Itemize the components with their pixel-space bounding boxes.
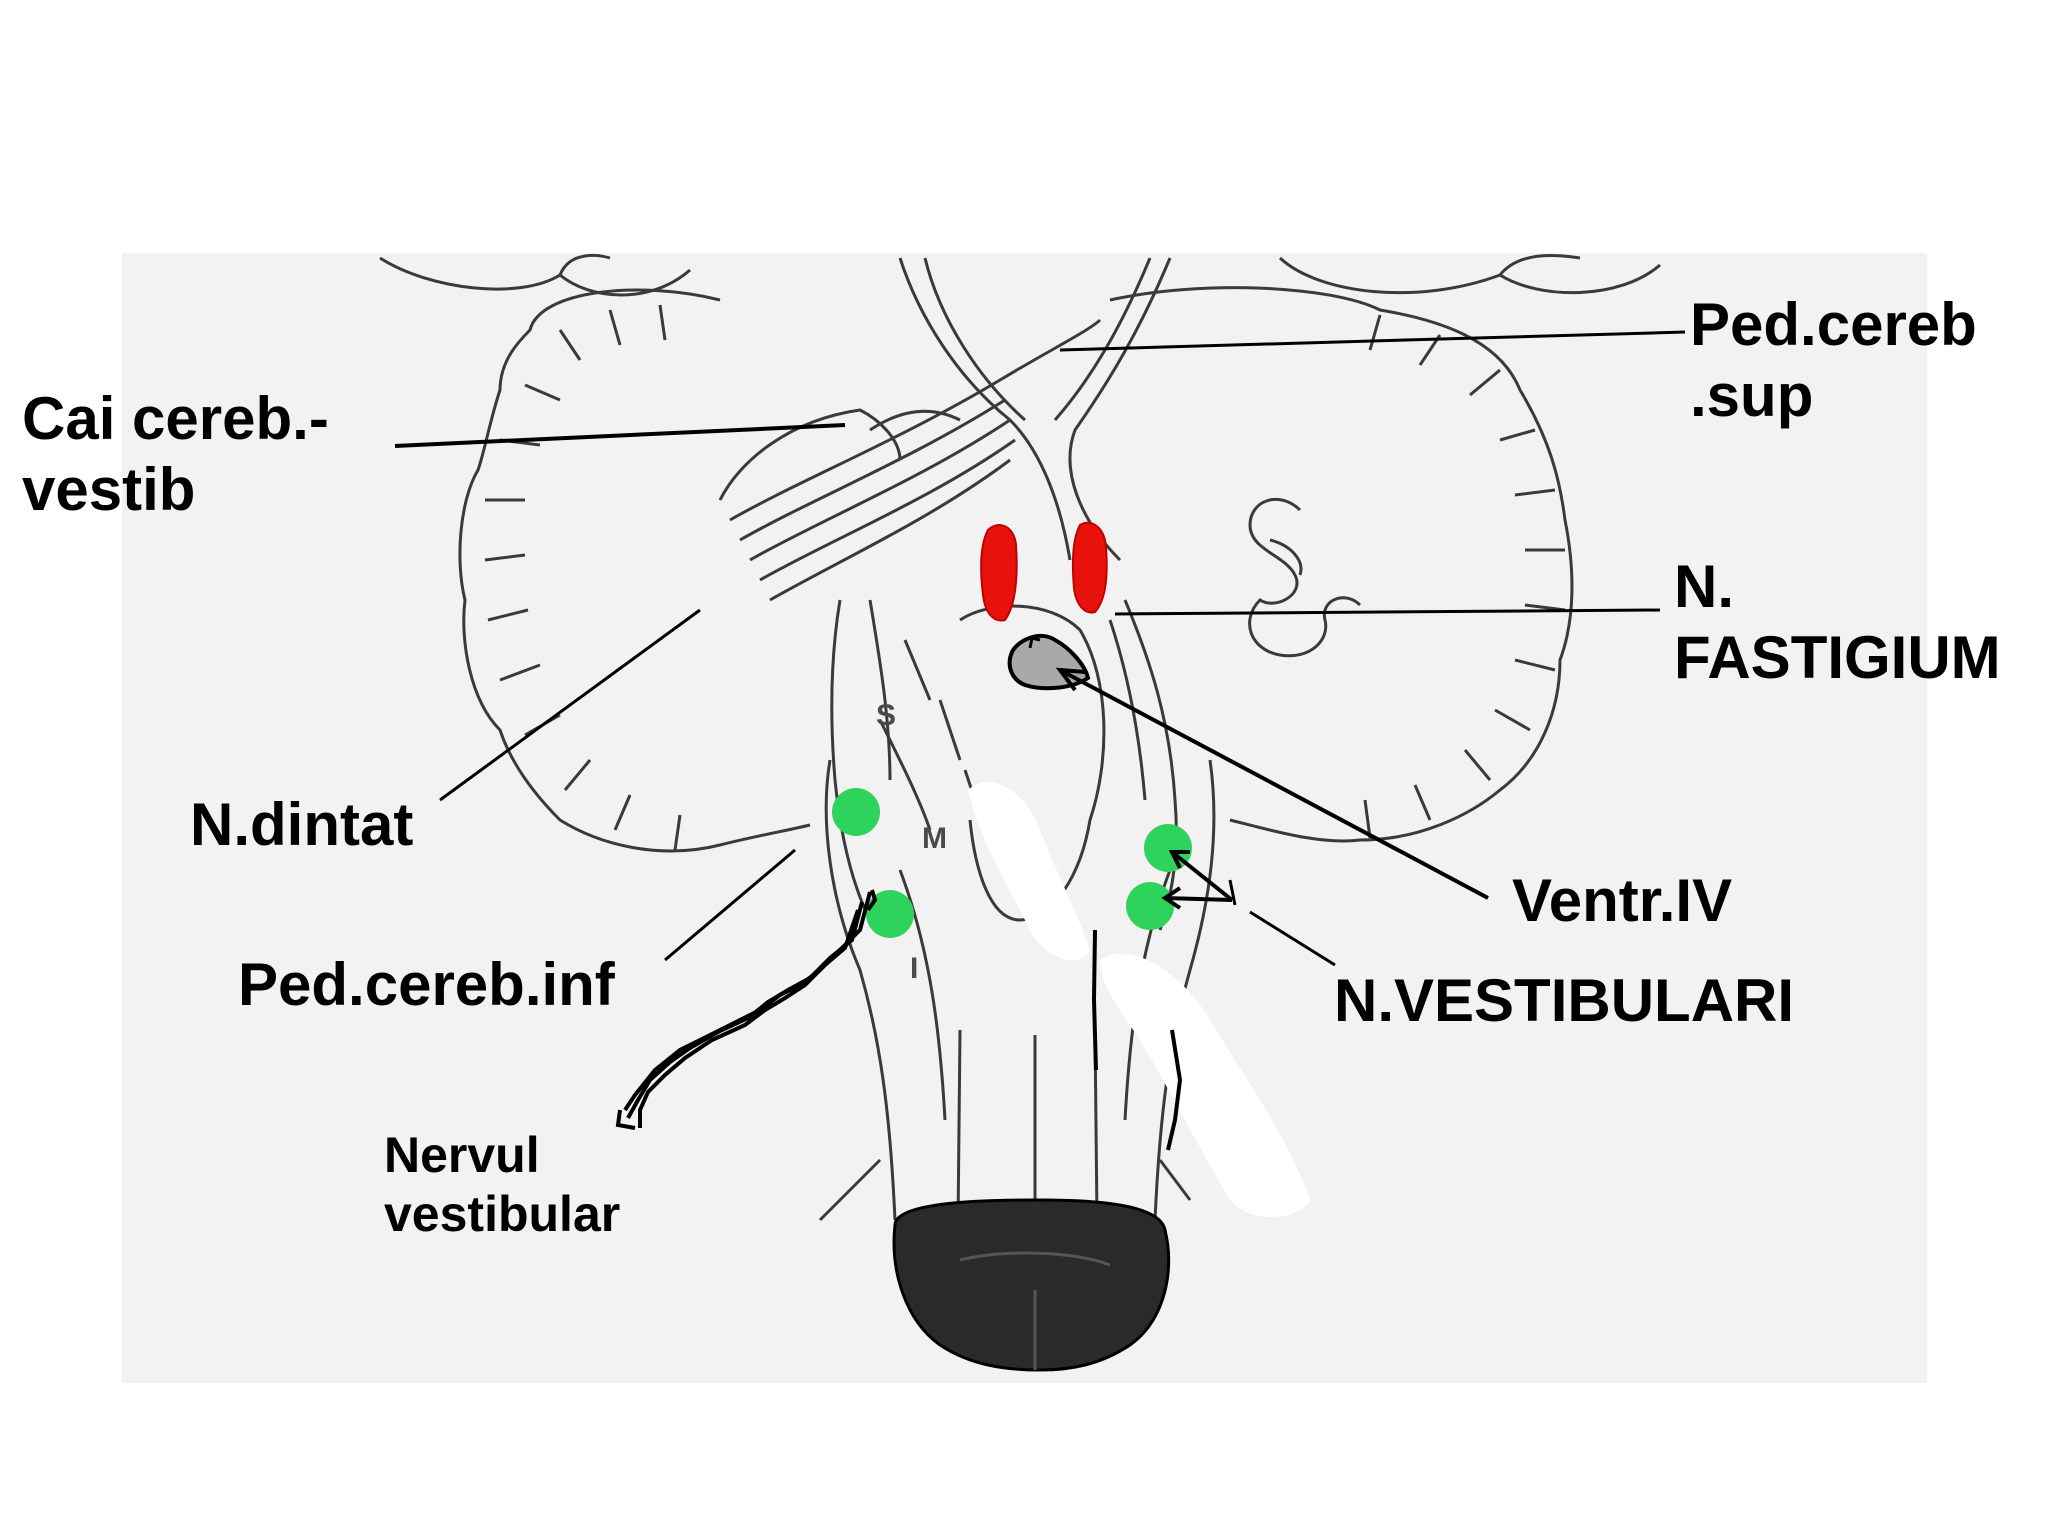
vestibular-nucleus-right-lower [1126,882,1174,930]
right-cerebellar-hemisphere [1109,286,1574,843]
vestibular-nucleus-left-upper [832,788,880,836]
nucleus-letters: S M I [876,699,947,985]
vestibular-arrow-upper [1170,850,1234,902]
fastigial-nucleus-left [980,524,1018,622]
label-n-fastigium-line2: FASTIGIUM [1674,623,2001,691]
label-cai-cereb-vestib-line2: vestib [22,455,196,523]
fastigial-nuclei [980,521,1108,622]
letter-i: I [910,952,918,985]
hand-drawn-strokes [1091,929,1183,1151]
vestibular-arrow-lower [1164,896,1233,902]
label-nervul-vestibular-line2: vestibular [384,1186,621,1242]
arrows [1055,667,1234,910]
label-nervul-vestibular-line1: Nervul [384,1127,540,1183]
leader-lines [394,330,1686,967]
letter-m: M [922,822,947,855]
white-erasure-marks [968,782,1310,1217]
label-cai-cereb-vestib: Cai cereb.- vestib [22,384,329,526]
label-ped-cereb-sup: Ped.cereb .sup [1690,290,1977,432]
brainstem-outline [718,257,1216,1226]
label-ped-cereb-sup-line2: .sup [1690,361,1814,429]
left-cerebellar-hemisphere [458,288,811,853]
spinal-cord-section [892,1198,1171,1372]
label-cai-cereb-vestib-line1: Cai cereb.- [22,385,329,452]
leader-ventr-iv [1059,668,1489,900]
label-n-dintat: N.dintat [190,791,414,858]
leader-n-vestibulari [1249,910,1336,967]
vestibular-nuclei [832,788,1192,938]
vestibular-nerve-drawing [615,889,878,1130]
leader-n-fastigium [1114,608,1661,616]
leader-ped-cereb-sup [1059,330,1686,352]
leader-right-lower [1228,879,1237,906]
label-ped-cereb-sup-line1: Ped.cereb [1690,291,1977,358]
ventricle-arrowhead [1055,667,1086,692]
label-n-vestibulari: N.VESTIBULARI [1334,967,1795,1034]
leader-n-dintat [439,608,701,802]
label-n-fastigium-line1: N. [1674,553,1734,620]
fastigial-nucleus-right [1071,521,1108,614]
leader-cai-cereb-vestib [394,423,846,448]
label-ventr-iv: Ventr.IV [1512,867,1733,934]
vestibular-nucleus-left-lower [866,890,914,938]
label-nervul-vestibular: Nervul vestibular [384,1126,620,1244]
upper-brain-outline [379,253,1661,297]
label-ped-cereb-inf: Ped.cereb.inf [238,951,615,1018]
label-n-fastigium: N. FASTIGIUM [1674,552,2001,694]
leader-ped-cereb-inf [664,848,796,962]
letter-s: S [876,699,896,732]
